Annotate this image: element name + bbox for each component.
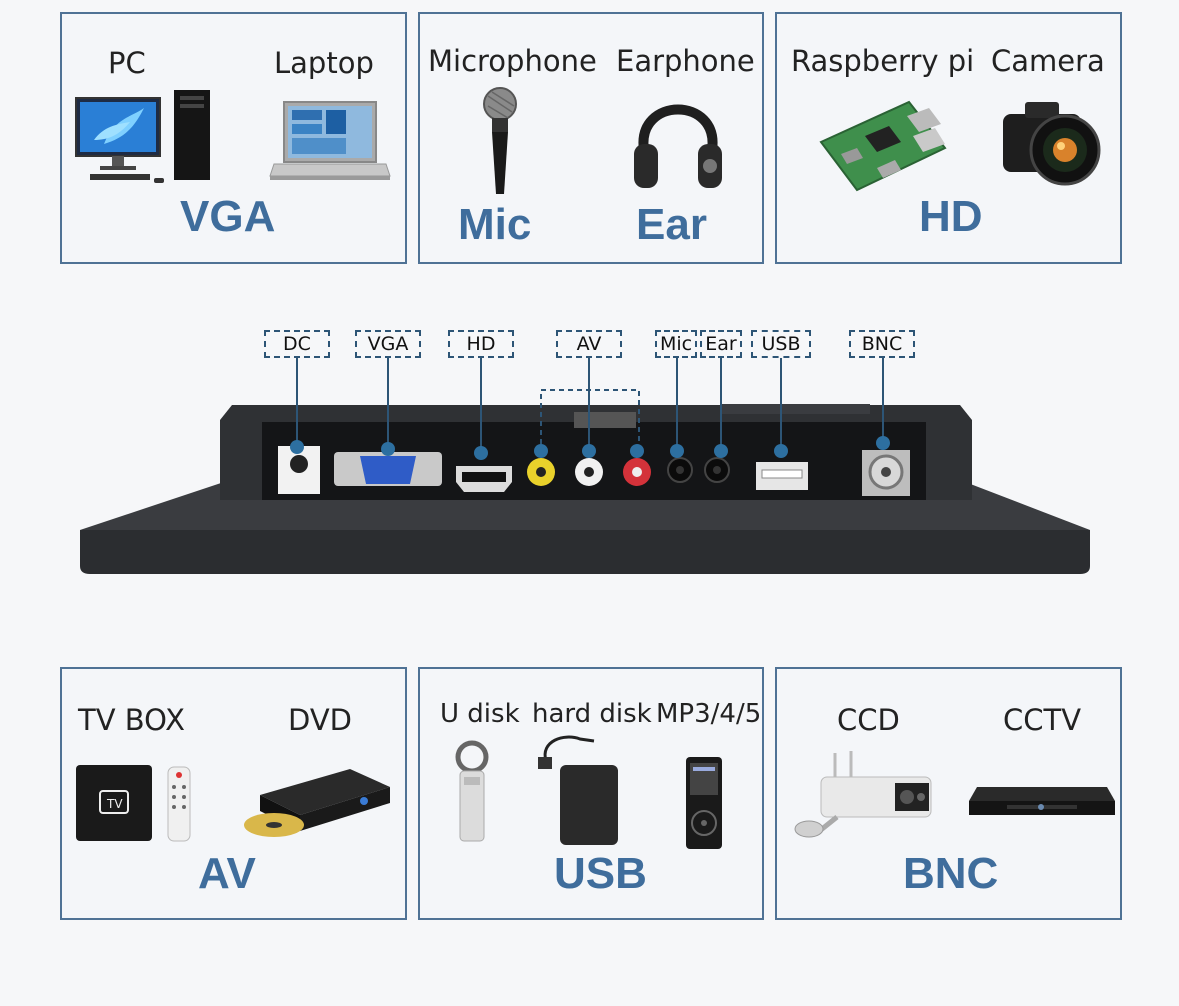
dvd-player-icon bbox=[244, 769, 390, 837]
hdmi-port bbox=[456, 466, 512, 492]
marker-dot-av-red bbox=[630, 444, 644, 458]
device-label-earphone: Earphone bbox=[616, 44, 755, 78]
interface-title-bnc: BNC bbox=[903, 849, 999, 898]
leader-line-usb bbox=[780, 358, 782, 450]
hard-disk-icon bbox=[538, 735, 618, 845]
dc-port bbox=[278, 446, 320, 494]
leader-line-hd bbox=[480, 358, 482, 452]
microphone-icon bbox=[483, 87, 517, 194]
leader-line-ear bbox=[720, 358, 722, 450]
port-tag-av: AV bbox=[556, 330, 622, 358]
port-tag-bnc: BNC bbox=[849, 330, 915, 358]
desktop-pc-icon bbox=[75, 90, 210, 183]
leader-line-dc bbox=[296, 358, 298, 444]
device-label-microphone: Microphone bbox=[428, 44, 597, 78]
interface-title-hd: HD bbox=[919, 192, 983, 241]
device-label-raspberry-pi: Raspberry pi bbox=[791, 44, 975, 78]
device-label-u-disk: U disk bbox=[440, 699, 520, 729]
interface-title-usb: USB bbox=[554, 849, 647, 898]
marker-dot-dc bbox=[290, 440, 304, 454]
mp3-player-icon bbox=[686, 757, 722, 849]
marker-dot-mic bbox=[670, 444, 684, 458]
panel-vga: PC Laptop VGA bbox=[60, 12, 407, 264]
port-tag-vga: VGA bbox=[355, 330, 421, 358]
leader-line-mic bbox=[676, 358, 678, 450]
port-tag-hd: HD bbox=[448, 330, 514, 358]
leader-line-vga bbox=[387, 358, 389, 446]
panel-mic-ear: Microphone Earphone Mic Ear bbox=[418, 12, 764, 264]
marker-dot-bnc bbox=[876, 436, 890, 450]
device-label-dvd: DVD bbox=[288, 703, 352, 737]
usb-port bbox=[756, 462, 808, 490]
mic-jack bbox=[667, 457, 693, 483]
panel-usb: U disk hard disk MP3/4/5 USB bbox=[418, 667, 764, 920]
device-label-cctv: CCTV bbox=[1003, 703, 1082, 737]
port-tag-dc: DC bbox=[264, 330, 330, 358]
leader-line-av bbox=[588, 358, 590, 450]
bnc-port bbox=[862, 450, 910, 496]
vga-port bbox=[334, 452, 442, 486]
panel-bnc: CCD CCTV BNC bbox=[775, 667, 1122, 920]
marker-dot-hd bbox=[474, 446, 488, 460]
marker-dot-vga bbox=[381, 442, 395, 456]
av-white-port bbox=[575, 458, 603, 486]
device-label-mp3-player: MP3/4/5 bbox=[656, 699, 762, 729]
ear-jack bbox=[704, 457, 730, 483]
marker-dot-av-white bbox=[582, 444, 596, 458]
raspberry-pi-board-icon bbox=[819, 100, 947, 192]
laptop-icon bbox=[269, 101, 391, 180]
device-label-camera: Camera bbox=[991, 44, 1105, 78]
device-label-ccd: CCD bbox=[837, 703, 900, 737]
headphones-icon bbox=[634, 104, 722, 188]
dslr-camera-icon bbox=[1003, 102, 1101, 186]
device-label-laptop: Laptop bbox=[274, 46, 374, 80]
interface-title-mic: Mic bbox=[458, 200, 532, 249]
device-label-pc: PC bbox=[108, 46, 146, 80]
av-red-port bbox=[623, 458, 651, 486]
marker-dot-av-yellow bbox=[534, 444, 548, 458]
monitor-back-panel bbox=[80, 389, 1090, 574]
port-tag-mic: Mic bbox=[655, 330, 697, 358]
interface-title-av: AV bbox=[198, 849, 256, 898]
panel-av: TV BOX DVD TV AV bbox=[60, 667, 407, 920]
svg-text:TV: TV bbox=[106, 797, 123, 811]
usb-flash-drive-icon bbox=[455, 740, 489, 842]
leader-line-bnc bbox=[882, 358, 884, 442]
ccd-camera-icon bbox=[794, 751, 932, 838]
tv-box-icon: TV bbox=[76, 765, 191, 842]
device-label-tv-box: TV BOX bbox=[78, 703, 185, 737]
interface-title-ear: Ear bbox=[636, 200, 707, 249]
port-tag-usb: USB bbox=[751, 330, 811, 358]
cctv-recorder-icon bbox=[969, 787, 1115, 815]
av-yellow-port bbox=[527, 458, 555, 486]
panel-hd: Raspberry pi Camera HD bbox=[775, 12, 1122, 264]
port-tag-ear: Ear bbox=[700, 330, 742, 358]
device-label-hard-disk: hard disk bbox=[532, 699, 652, 729]
interface-title-vga: VGA bbox=[180, 192, 276, 241]
marker-dot-ear bbox=[714, 444, 728, 458]
marker-dot-usb bbox=[774, 444, 788, 458]
